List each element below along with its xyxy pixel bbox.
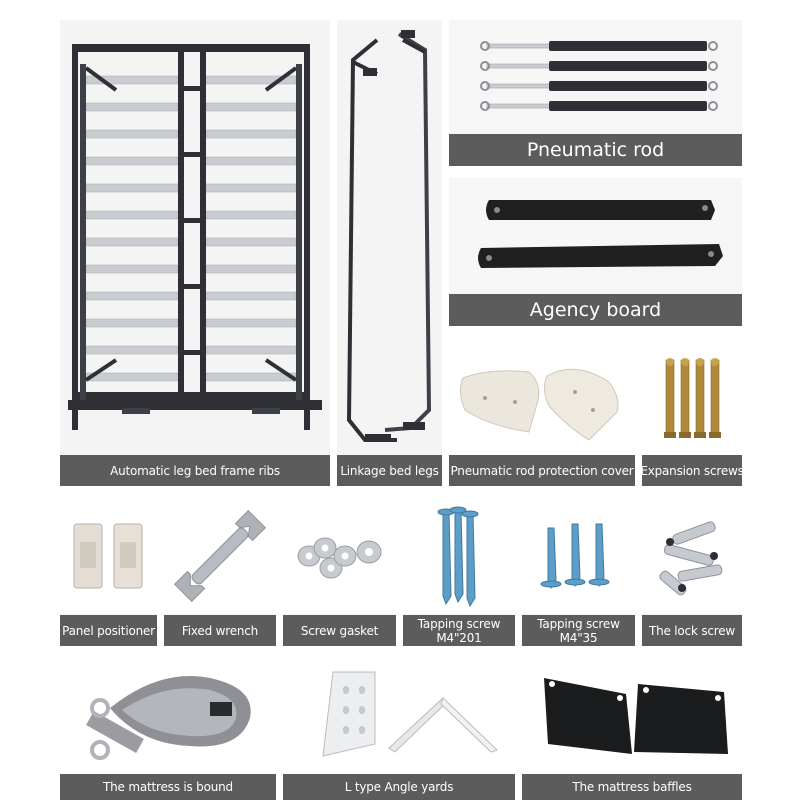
tapping-screw-35-card: Tapping screw M4"35	[522, 498, 635, 646]
bed-frame-label: Automatic leg bed frame ribs	[60, 455, 330, 486]
protection-cover-card: Pneumatic rod protection cover	[449, 340, 635, 486]
screw-gasket-card: Screw gasket	[283, 498, 396, 646]
mattress-baffle-icon	[522, 658, 742, 774]
screw-gasket-label: Screw gasket	[283, 615, 396, 646]
protection-cover-icon	[449, 340, 635, 455]
tapping-screw-35-line1: Tapping screw	[537, 616, 620, 631]
tapping-screw-35-label: Tapping screw M4"35	[522, 615, 635, 646]
tapping-screw-201-line2: M4"201	[436, 630, 482, 645]
bed-frame-card: Automatic leg bed frame ribs	[60, 20, 330, 486]
agency-board-card: Agency board	[449, 178, 742, 326]
washer-icon	[283, 498, 396, 614]
lock-screw-card: The lock screw	[642, 498, 742, 646]
tapping-screw-icon	[522, 498, 635, 614]
protection-cover-label: Pneumatic rod protection cover	[449, 455, 635, 486]
mattress-bound-card: The mattress is bound	[60, 658, 276, 800]
panel-positioner-card: Panel positioner	[60, 498, 157, 646]
tapping-screw-201-line1: Tapping screw	[417, 616, 501, 631]
angle-yards-label: L type Angle yards	[283, 774, 515, 800]
expansion-screws-label: Expansion screws	[642, 455, 742, 486]
fixed-wrench-label: Fixed wrench	[164, 615, 276, 646]
tapping-screw-35-line2: M4"35	[559, 630, 598, 645]
expansion-screws-card: Expansion screws	[642, 340, 742, 486]
expansion-screw-icon	[642, 340, 742, 455]
mechanism-board-icon	[449, 178, 742, 294]
panel-positioner-icon	[60, 498, 157, 614]
tapping-screw-201-label: Tapping screw M4"201	[403, 615, 515, 646]
bed-frame-icon	[60, 20, 330, 455]
tapping-screw-icon	[403, 498, 515, 614]
agency-board-label: Agency board	[449, 294, 742, 326]
tapping-screw-201-card: Tapping screw M4"201	[403, 498, 515, 646]
mattress-baffles-label: The mattress baffles	[522, 774, 742, 800]
mattress-baffles-card: The mattress baffles	[522, 658, 742, 800]
angle-bracket-icon	[283, 658, 515, 774]
linkage-legs-icon	[337, 20, 442, 455]
pneumatic-rod-label: Pneumatic rod	[449, 134, 742, 166]
mattress-bound-label: The mattress is bound	[60, 774, 276, 800]
linkage-legs-label: Linkage bed legs	[337, 455, 442, 486]
fixed-wrench-card: Fixed wrench	[164, 498, 276, 646]
wrench-icon	[164, 498, 276, 614]
linkage-legs-card: Linkage bed legs	[337, 20, 442, 486]
angle-yards-card: L type Angle yards	[283, 658, 515, 800]
panel-positioner-label: Panel positioner	[60, 615, 157, 646]
gas-spring-icon	[449, 20, 742, 134]
lock-screw-icon	[642, 498, 742, 614]
mattress-strap-icon	[60, 658, 276, 774]
pneumatic-rod-card: Pneumatic rod	[449, 20, 742, 166]
lock-screw-label: The lock screw	[642, 615, 742, 646]
